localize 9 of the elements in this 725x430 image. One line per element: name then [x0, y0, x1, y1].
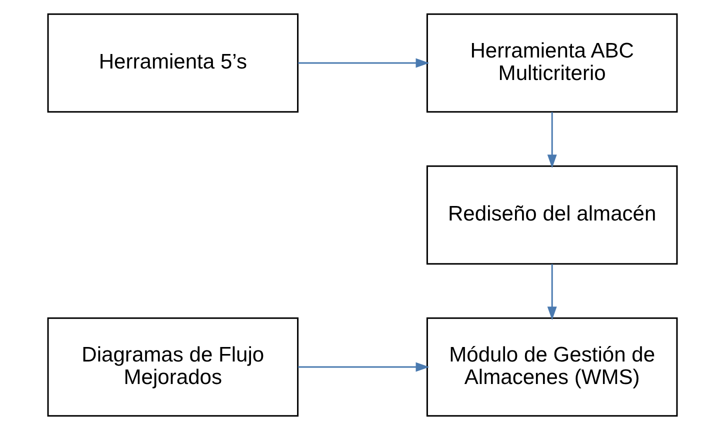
- node-box: Herramienta ABC Multicriterio: [426, 13, 678, 113]
- node-box: Rediseño del almacén: [426, 165, 678, 265]
- arrow: [547, 264, 557, 320]
- node-box: Herramienta 5’s: [47, 13, 299, 113]
- arrow: [298, 362, 430, 372]
- node-box: Diagramas de Flujo Mejorados: [47, 317, 299, 417]
- arrow: [547, 112, 557, 168]
- arrow: [298, 58, 430, 68]
- node-box: Módulo de Gestión de Almacenes (WMS): [426, 317, 678, 417]
